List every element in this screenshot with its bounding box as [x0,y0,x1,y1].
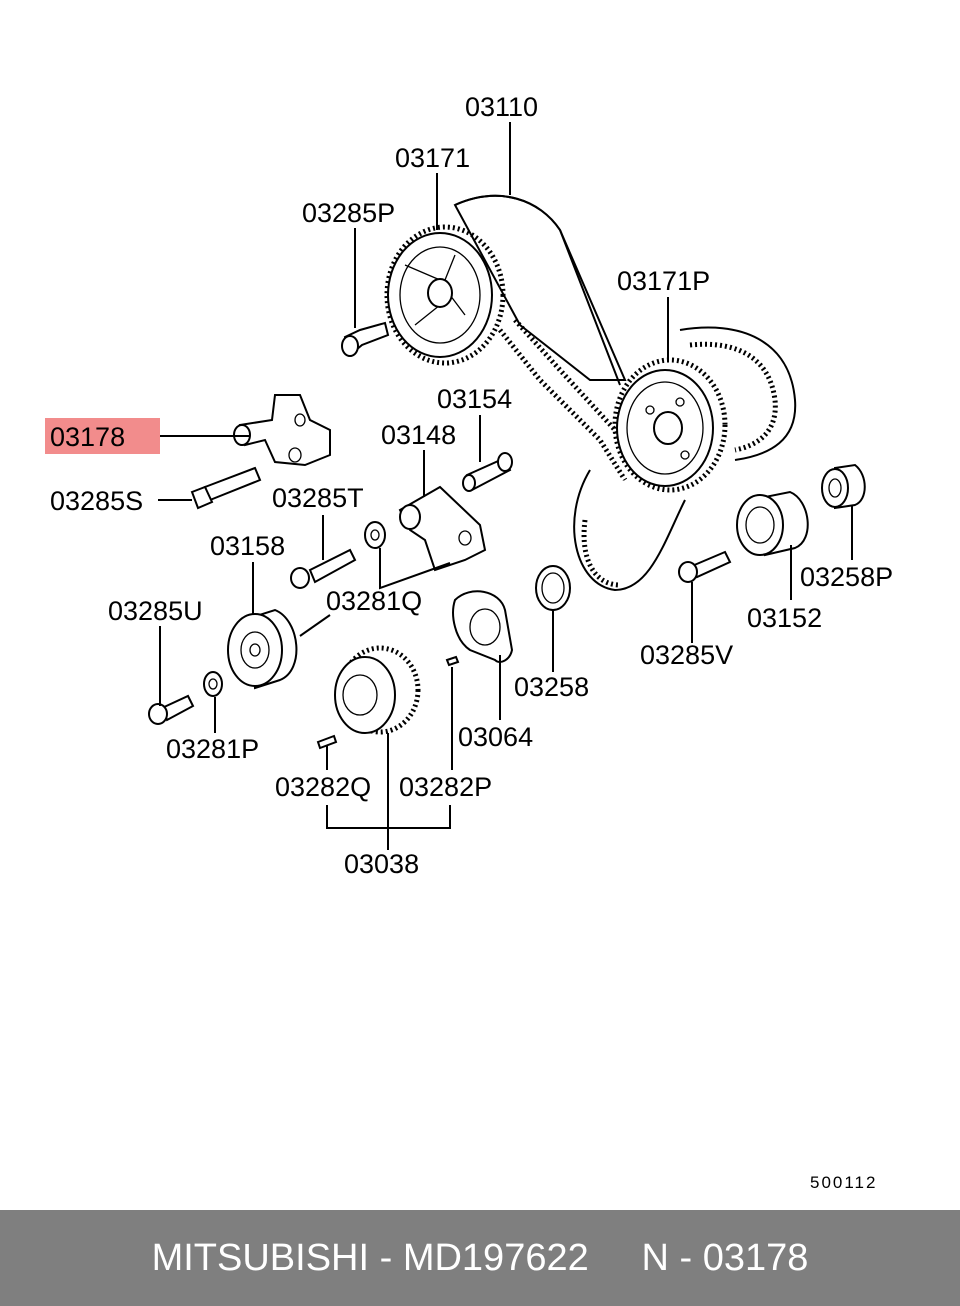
bolt-03285U [148,694,195,725]
seal-03258 [535,565,571,611]
timing-belt [453,194,797,592]
footer-part-info: MITSUBISHI - MD197622 N - 03178 [151,1236,809,1279]
label-03064[interactable]: 03064 [458,722,533,752]
footer-bar: MITSUBISHI - MD197622 N - 03178 [0,1210,960,1306]
key-03282Q [316,734,338,750]
bracket-03148 [398,485,487,572]
pulley-03152 [736,490,809,557]
tensioner-03178 [233,394,331,467]
bolt-03285V [678,550,732,583]
label-03038[interactable]: 03038 [344,849,419,879]
label-03154[interactable]: 03154 [437,384,512,414]
label-03285T[interactable]: 03285T [272,483,364,513]
camshaft-sprocket-03171 [384,224,506,366]
label-03282Q[interactable]: 03282Q [275,772,371,802]
label-03110[interactable]: 03110 [465,92,538,122]
camshaft-sprocket-03171P [612,357,728,493]
crankshaft-sprocket-03038 [334,645,421,735]
part-labels: 03110 03171 03285P 03171P 03178 03154 03… [50,92,893,879]
bushing-03258P [821,463,866,510]
label-03282P[interactable]: 03282P [399,772,492,802]
label-03281P[interactable]: 03281P [166,734,259,764]
label-03285V[interactable]: 03285V [640,640,733,670]
label-03148[interactable]: 03148 [381,420,456,450]
washer-03281Q [364,521,386,549]
pin-03154 [462,452,513,492]
label-03152[interactable]: 03152 [747,603,822,633]
bolt-03285P [341,321,390,357]
label-03285P[interactable]: 03285P [302,198,395,228]
label-03281Q[interactable]: 03281Q [326,586,422,616]
label-03285U[interactable]: 03285U [108,596,203,626]
bolt-03285T [290,548,357,589]
label-03285S[interactable]: 03285S [50,486,143,516]
plate-03064 [452,590,514,663]
label-03171P[interactable]: 03171P [617,266,710,296]
label-03258P[interactable]: 03258P [800,562,893,592]
label-03171[interactable]: 03171 [395,143,470,173]
key-03282P [445,655,460,667]
label-03158[interactable]: 03158 [210,531,285,561]
bolt-03285S [190,466,262,510]
label-03178[interactable]: 03178 [50,422,125,452]
highlight-box [45,418,160,454]
label-03258[interactable]: 03258 [514,672,589,702]
idler-pulley-03158 [227,608,298,690]
washer-03281P [203,671,223,697]
parts-diagram: 03110 03171 03285P 03171P 03178 03154 03… [45,92,893,1192]
diagram-reference-code: 500112 [810,1173,877,1192]
